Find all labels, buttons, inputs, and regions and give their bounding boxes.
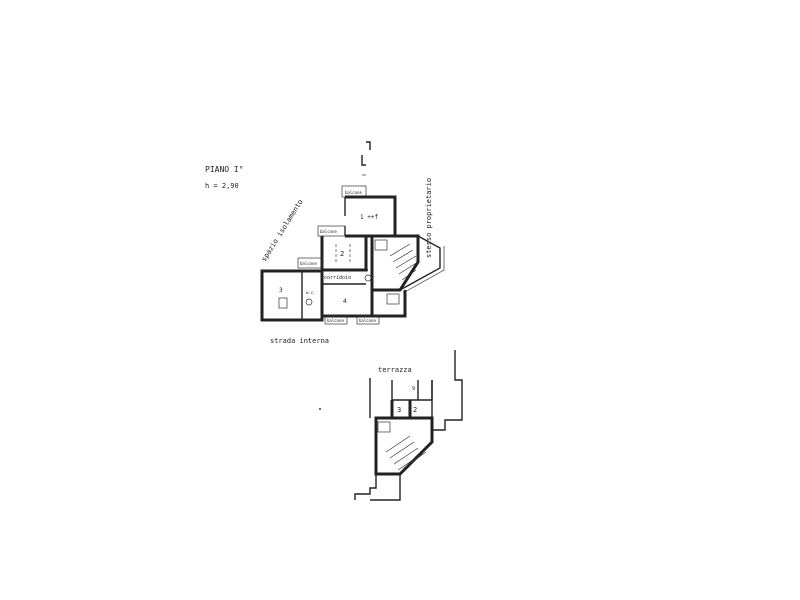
balcony-label: balcone — [320, 229, 337, 234]
corridor-label: corridoio — [324, 275, 351, 281]
balcony-bottom — [356, 315, 380, 325]
room-3-label: 3 — [397, 406, 401, 414]
balcony-label: balcone — [327, 318, 344, 323]
room-1-label: 1 ++f — [360, 214, 378, 221]
balcony-left — [297, 257, 323, 269]
fixture — [305, 298, 313, 306]
hatch — [335, 244, 351, 262]
balcony-bottom — [324, 315, 348, 325]
terrace-plan: terrazza 3 2 9 — [354, 350, 463, 501]
right-side-label: stesso proprietario — [425, 178, 433, 258]
floor-label: PIANO I° — [205, 165, 244, 174]
height-label: h = 2,90 — [205, 182, 239, 190]
room-2-label: 2 — [340, 250, 344, 258]
mark — [319, 408, 321, 410]
stair-wall — [370, 234, 420, 292]
stair-outer — [402, 246, 445, 294]
bottom-street-label: strada interna — [270, 337, 329, 345]
room-mark: 9 — [412, 386, 415, 392]
terrace-label: terrazza — [378, 366, 412, 374]
corridor-wall — [322, 269, 368, 285]
wall — [345, 195, 397, 238]
room-2-label: 2 — [413, 406, 417, 414]
balcony-label: balcone — [300, 261, 317, 266]
stair-steps — [389, 243, 419, 281]
balcony-label: balcone — [345, 190, 362, 195]
room-bottom-label: 4 — [343, 298, 347, 305]
fixture — [386, 293, 400, 305]
balcony-mid — [317, 225, 346, 237]
wc-label: w.c. — [306, 290, 316, 295]
left-side-label: spazio isolamento — [260, 198, 305, 263]
stair-outer — [399, 235, 441, 291]
left-room-wall — [260, 269, 324, 322]
terrace-boundary — [370, 474, 401, 501]
room-left-label: 3 — [279, 287, 283, 294]
lift-box — [374, 239, 388, 251]
bottom-room-wall — [320, 284, 374, 318]
fixture — [278, 297, 288, 309]
upper-floor-plan: PIANO I° h = 2,90 spazio isolamento stes… — [205, 141, 445, 345]
terrace-boundary — [431, 350, 463, 431]
lift-box — [377, 421, 391, 433]
bottom-right-wall — [370, 290, 407, 318]
wall — [361, 141, 371, 166]
balcony-label: balcone — [359, 318, 376, 323]
column-icon — [364, 274, 372, 282]
stair-steps — [385, 435, 427, 471]
terrace-boundary — [354, 474, 377, 500]
